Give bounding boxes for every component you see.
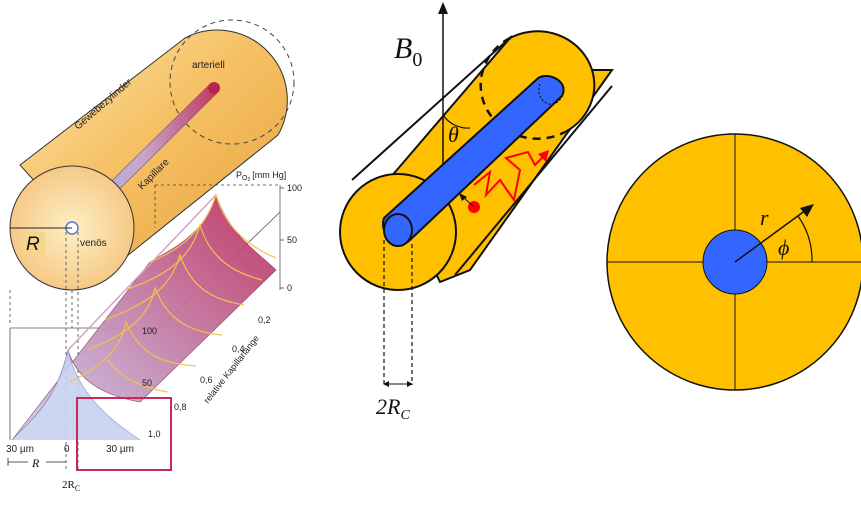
right-panel: r ϕ: [606, 133, 861, 391]
x-tick-left: 30 µm: [6, 444, 34, 455]
signal-wave: [473, 150, 546, 203]
length-tick-0-8: 0,8: [174, 402, 187, 412]
bottom-capillary-label: 2RC: [62, 479, 80, 493]
highlight-frame: [76, 397, 172, 471]
signal-arrowhead: [538, 150, 549, 162]
spin-arrowhead: [459, 193, 467, 201]
radius-arrowhead: [800, 204, 814, 217]
venous-label: venös: [80, 238, 107, 249]
length-tick-0-6: 0,6: [200, 375, 213, 385]
length-tick-0-2: 0,2: [258, 315, 271, 325]
cylinder-bottom-edge: [454, 85, 613, 276]
diameter-label: 2RC: [376, 394, 410, 423]
iso-lines: [69, 192, 277, 393]
capillary-arterial-end: [208, 82, 220, 94]
upper-tick-50: 50: [287, 235, 297, 245]
theta-arc: [442, 114, 471, 129]
b0-arrowhead: [438, 2, 448, 14]
cylinder-top-edge: [351, 35, 513, 181]
x-tick-right: 30 µm: [106, 444, 134, 455]
phi-label: ϕ: [778, 235, 789, 260]
length-tick-1-0: 1,0: [148, 429, 161, 439]
cylinder-far-end: [169, 19, 295, 145]
b0-label: B0: [394, 32, 422, 71]
left-panel: R Gewebezylinder arteriell Kapillare ven…: [6, 19, 302, 493]
surface-ridge: [67, 194, 217, 351]
capillary-front-end: [383, 213, 413, 247]
x-tick-center: 0: [64, 444, 70, 455]
diameter-arrow-right: [407, 381, 413, 387]
upper-po2-scale: [280, 187, 284, 289]
radius-label-box: [23, 232, 45, 254]
radius-label: r: [760, 205, 769, 230]
surface-front-edge: [11, 349, 141, 441]
phi-arc: [797, 215, 813, 263]
arterial-label: arteriell: [192, 60, 225, 71]
middle-panel: B0 θ 2RC: [339, 2, 614, 423]
diameter-marker: [383, 240, 413, 385]
upper-tick-0: 0: [287, 283, 292, 293]
capillary-far-end: [538, 83, 563, 105]
po2-axis-label: PO2[mm Hg]: [236, 170, 286, 183]
inner-tick-50: 50: [142, 378, 152, 388]
cylinder-back-dashed: [479, 36, 566, 140]
radius-vector: [734, 209, 807, 263]
inner-tick-100: 100: [142, 326, 157, 336]
radius-label: R: [26, 234, 40, 255]
bottom-radius-bg: [28, 454, 46, 468]
length-tick-0-4: 0,4: [232, 344, 245, 354]
theta-label: θ: [448, 122, 459, 147]
diameter-arrow-left: [383, 381, 389, 387]
bottom-radius-label: R: [31, 456, 40, 470]
upper-tick-100: 100: [287, 183, 302, 193]
